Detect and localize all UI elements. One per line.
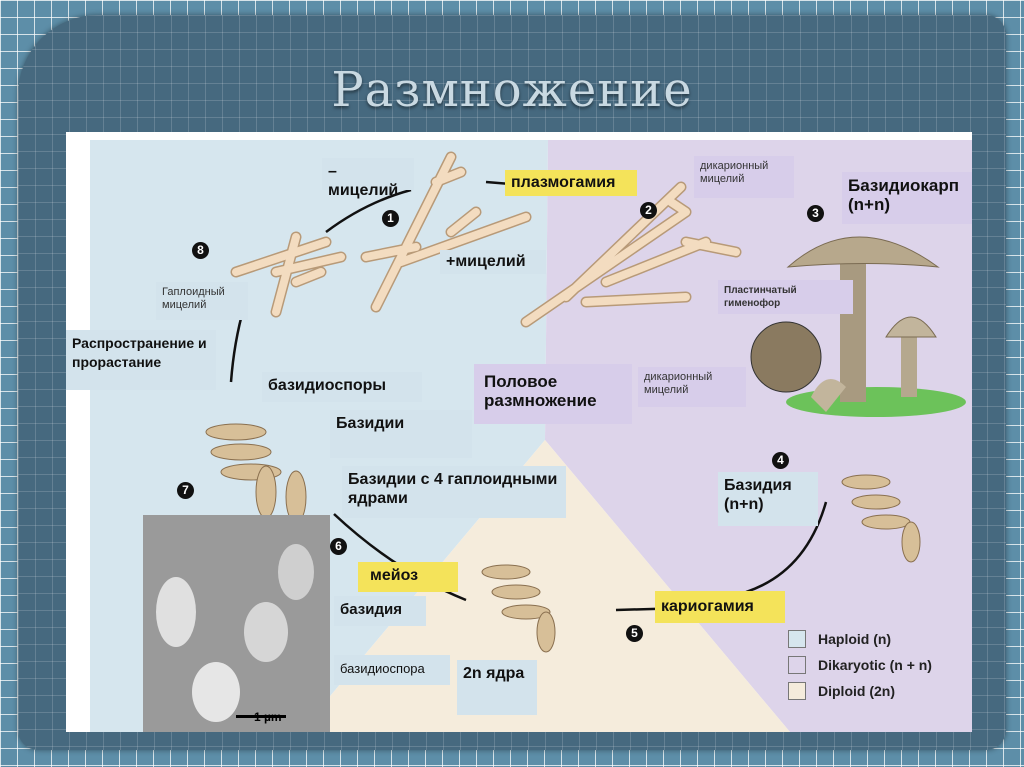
label-basidia-4-nuclei: Базидии с 4 гаплоидными ядрами [342,466,566,518]
legend-swatch [788,656,806,674]
step-7-marker: 7 [177,482,194,499]
label-minus-mycelium: – мицелий [322,158,414,199]
legend-item-diploid: Diploid (2n) [788,678,932,704]
step-3-marker: 3 [807,205,824,222]
label-basidia: Базидии [330,410,472,458]
slide-title: Размножение [331,62,693,118]
label-plasmogamy: плазмогамия [505,170,637,196]
label-dispersal: Распространение и прорастание [66,330,216,390]
step-2-marker: 2 [640,202,657,219]
scale-bar-label: 1 µm [254,710,282,724]
label-plus-mycelium: +мицелий [440,250,546,274]
label-dikaryotic-mycelium-top: дикарионный мицелий [694,156,794,198]
label-karyogamy: кариогамия [655,591,785,623]
sem-micrograph [143,515,330,732]
label-meiosis: мейоз [358,562,458,592]
legend-swatch [788,630,806,648]
legend-item-dikaryotic: Dikaryotic (n + n) [788,652,932,678]
step-6-marker: 6 [330,538,347,555]
label-lamellar-hymenophore: Пластинчатый гименофор [718,280,853,314]
label-basidiocarp: Базидиокарп (n+n) [842,172,972,224]
label-2n-nuclei: 2n ядра [457,660,537,715]
ploidy-legend: Haploid (n) Dikaryotic (n + n) Diploid (… [788,626,932,704]
legend-swatch [788,682,806,700]
step-8-marker: 8 [192,242,209,259]
step-4-marker: 4 [772,452,789,469]
label-basidiospores: базидиоспоры [262,372,422,402]
label-sexual-reproduction: Половое размножение [474,364,632,424]
basidiocarp-illustration [750,236,966,417]
label-haploid-mycelium: Гаплоидный мицелий [156,282,248,320]
step-5-marker: 5 [626,625,643,642]
label-basidium-nn: Базидия (n+n) [718,472,818,526]
label-basidiospore: базидиоспора [334,655,450,685]
label-dikaryotic-mycelium-mid: дикарионный мицелий [638,367,746,407]
basidia-clusters [205,423,921,653]
label-basidium: базидия [334,596,426,626]
life-cycle-diagram: – мицелий плазмогамия дикарионный мицели… [66,132,972,732]
step-1-marker: 1 [382,210,399,227]
legend-item-haploid: Haploid (n) [788,626,932,652]
